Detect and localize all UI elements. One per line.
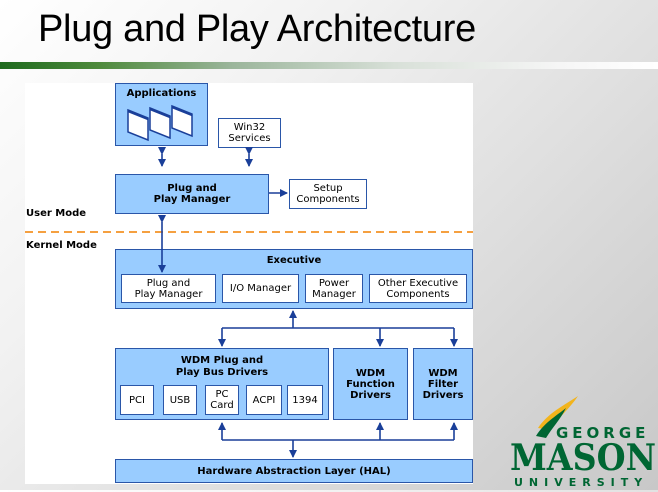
other-executive-line1: Other Executive <box>377 277 459 289</box>
filter-drivers-line3: Drivers <box>422 389 464 401</box>
win32-services-box: Win32 Services <box>218 118 281 148</box>
executive-pnp-manager-line2: Play Manager <box>134 288 203 300</box>
wdm-filter-drivers-box: WDM Filter Drivers <box>413 348 473 420</box>
slide-title: Plug and Play Architecture <box>38 8 476 50</box>
setup-components-box: Setup Components <box>289 179 367 209</box>
bus-pccard-box: PC Card <box>205 385 239 415</box>
win32-services-line1: Win32 <box>233 122 266 133</box>
executive-label: Executive <box>266 255 322 266</box>
bus-pci-box: PCI <box>120 385 154 415</box>
setup-components-line2: Components <box>296 194 360 205</box>
power-manager-line2: Manager <box>312 288 356 300</box>
wdm-bus-drivers-line2: Play Bus Drivers <box>175 367 269 378</box>
function-drivers-line2: Function <box>346 378 395 390</box>
function-drivers-line3: Drivers <box>350 389 391 401</box>
applications-label: Applications <box>126 88 197 99</box>
bus-pccard-line2: Card <box>210 400 234 411</box>
kernel-mode-label: Kernel Mode <box>26 240 97 251</box>
function-drivers-line1: WDM <box>355 367 386 379</box>
power-manager-box: Power Manager <box>305 274 363 303</box>
bus-pccard-line1: PC <box>215 389 229 400</box>
bus-usb-label: USB <box>169 394 191 406</box>
other-executive-line2: Components <box>386 288 450 300</box>
filter-drivers-line1: WDM <box>428 367 458 379</box>
bus-1394-label: 1394 <box>292 394 318 406</box>
bus-1394-box: 1394 <box>287 385 323 415</box>
logo-mason: MASON <box>510 437 656 479</box>
title-underline-bar <box>0 62 658 69</box>
hal-label: Hardware Abstraction Layer (HAL) <box>197 465 391 477</box>
bus-usb-box: USB <box>163 385 197 415</box>
logo-flame-green <box>536 408 566 438</box>
bus-acpi-box: ACPI <box>246 385 282 415</box>
bus-pci-label: PCI <box>129 394 145 406</box>
user-pnp-manager-line1: Plug and <box>167 183 217 194</box>
logo-university: UNIVERSITY <box>514 476 648 488</box>
user-mode-label: User Mode <box>26 208 87 219</box>
executive-pnp-manager-box: Plug and Play Manager <box>121 274 216 303</box>
user-pnp-manager-line2: Play Manager <box>153 194 231 205</box>
wdm-function-drivers-box: WDM Function Drivers <box>333 348 408 420</box>
power-manager-line1: Power <box>318 277 350 289</box>
hal-box: Hardware Abstraction Layer (HAL) <box>115 459 473 483</box>
io-manager-label: I/O Manager <box>229 283 292 294</box>
george-mason-logo: GEORGE MASON UNIVERSITY <box>508 388 658 489</box>
setup-components-line1: Setup <box>313 183 343 194</box>
applications-box: Applications <box>115 83 208 146</box>
filter-drivers-line2: Filter <box>427 378 459 390</box>
user-pnp-manager-box: Plug and Play Manager <box>115 174 269 214</box>
io-manager-box: I/O Manager <box>222 274 299 303</box>
executive-pnp-manager-line1: Plug and <box>146 277 191 289</box>
logo-george: GEORGE <box>556 424 649 442</box>
other-executive-components-box: Other Executive Components <box>369 274 467 303</box>
application-windows-icon <box>127 104 193 142</box>
bus-acpi-label: ACPI <box>252 394 276 406</box>
win32-services-line2: Services <box>228 133 271 144</box>
logo-flame-gold <box>538 396 578 430</box>
wdm-bus-drivers-line1: WDM Plug and <box>180 355 264 366</box>
